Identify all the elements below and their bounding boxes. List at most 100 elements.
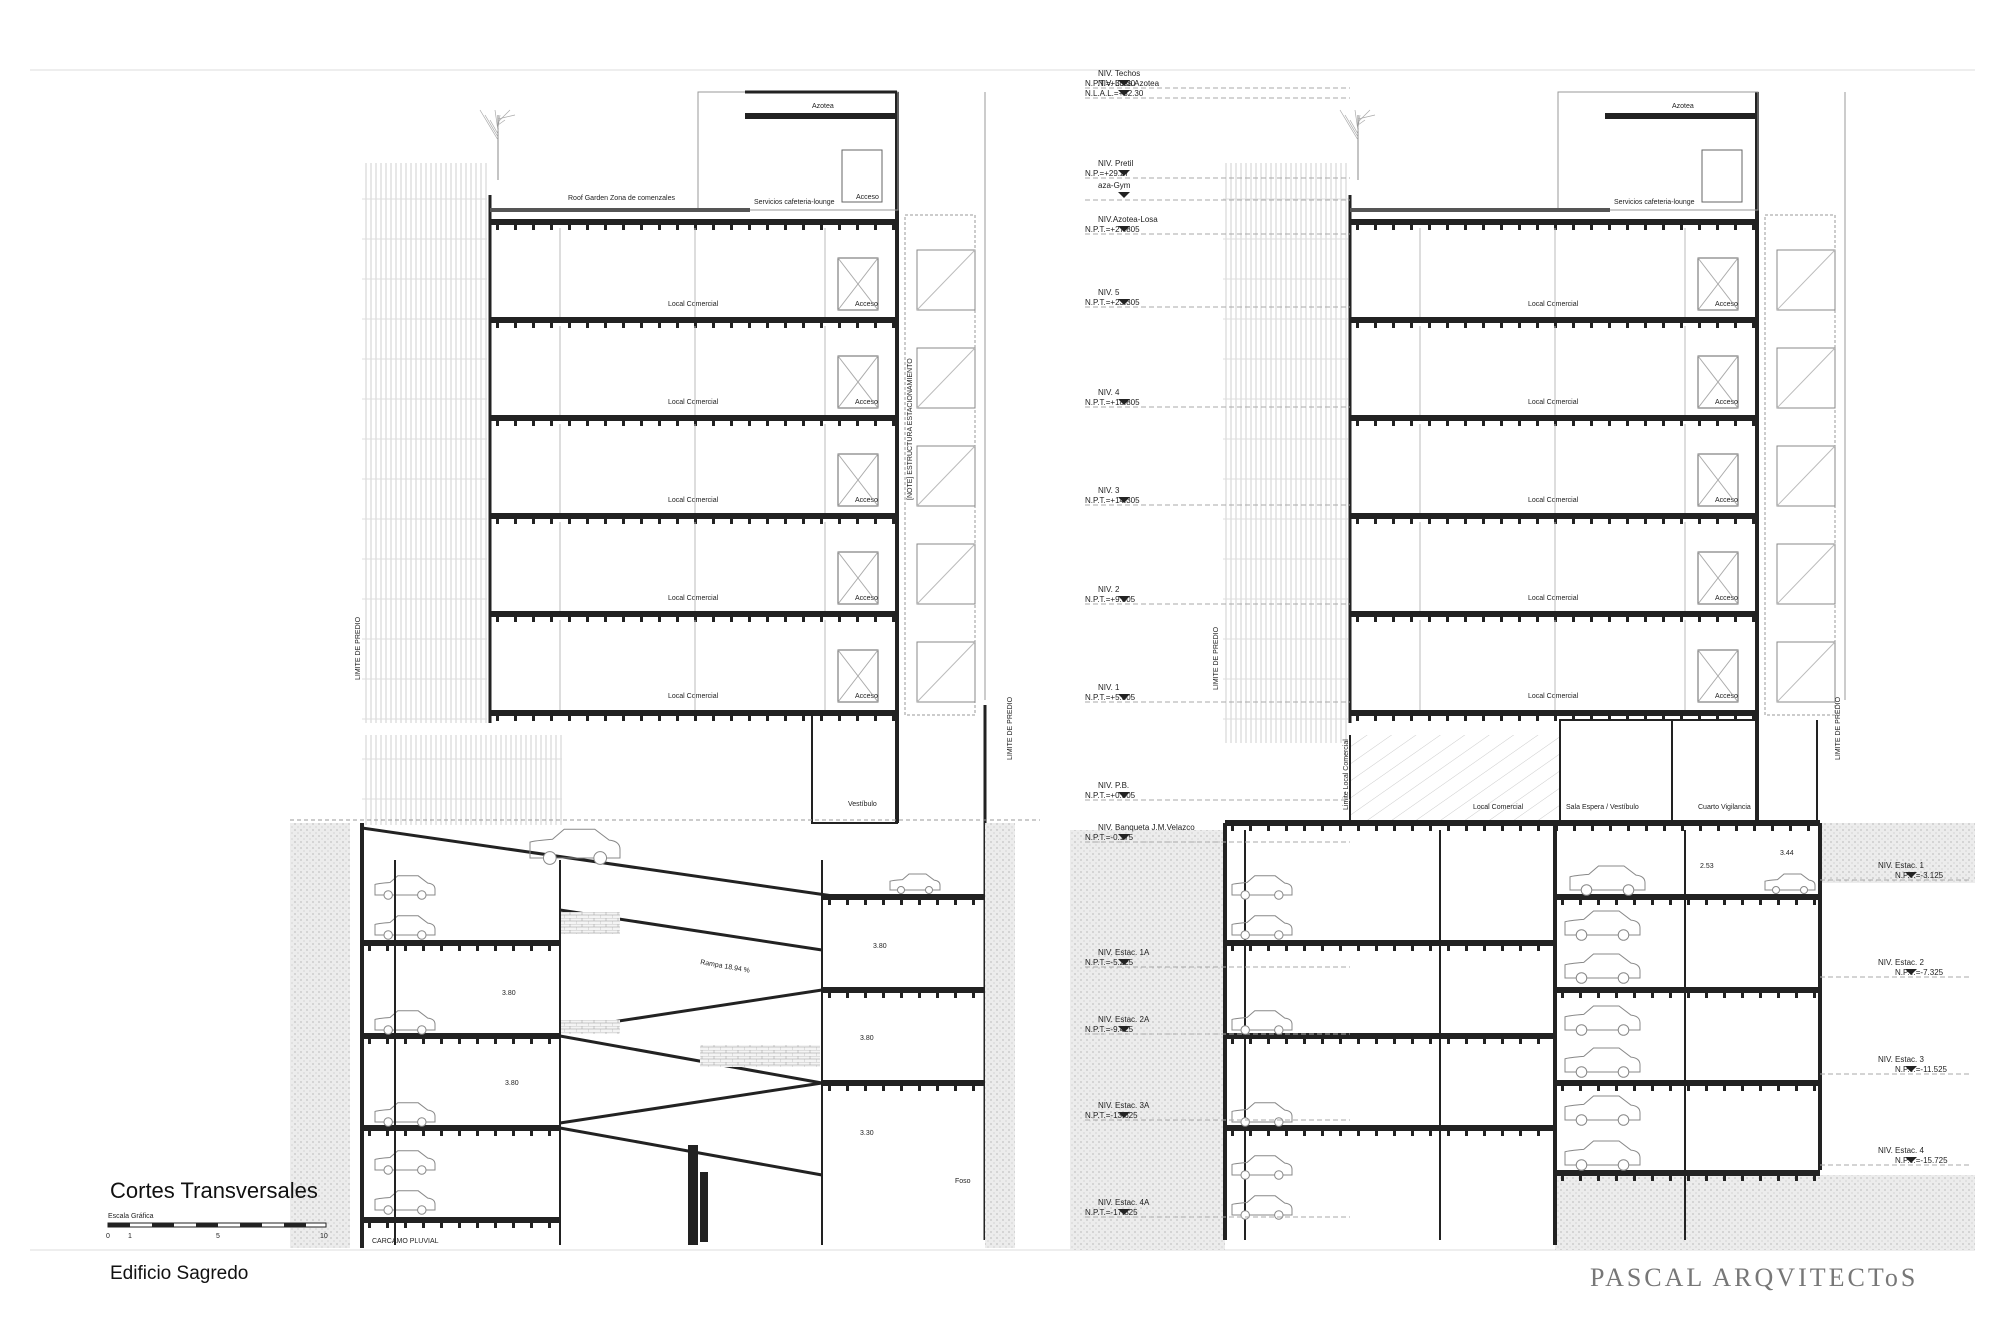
slab-b-pb-joist bbox=[1699, 826, 1702, 831]
slab-b-2 bbox=[1350, 415, 1757, 421]
slab-a-4-joist bbox=[730, 617, 733, 622]
level-name: NIV.Azotea-Losa bbox=[1098, 215, 1158, 224]
slab-a-1-joist bbox=[874, 323, 877, 328]
slab-b-pb-joist bbox=[1357, 826, 1360, 831]
level-value: N.P.T.=-3.125 bbox=[1895, 871, 1944, 880]
slab-b-1-joist bbox=[1446, 323, 1449, 328]
slab-a-5-joist bbox=[712, 716, 715, 721]
basement-slab-left-2 bbox=[362, 1125, 560, 1131]
slab-b-4-joist bbox=[1572, 617, 1575, 622]
tree-branch bbox=[1349, 119, 1359, 135]
level-value: N.P.T.=-13.625 bbox=[1085, 1111, 1138, 1120]
basement-b-left-1-joist bbox=[1357, 1039, 1360, 1044]
basement-slab-left-2-joist bbox=[368, 1131, 371, 1136]
ground-local-label: Local Comercial bbox=[1473, 804, 1524, 811]
car-ramp-entry-wheel bbox=[593, 851, 608, 865]
level-triangle-icon bbox=[1118, 170, 1130, 176]
ramp-grade-label: Rampa 18.94 % bbox=[700, 959, 751, 975]
parking-structure-label: [NOTE] ESTRUCTURA ESTACIONAMIENTO bbox=[907, 358, 914, 500]
earth-right bbox=[985, 823, 1015, 1248]
slab-b-1-joist bbox=[1536, 323, 1539, 328]
access-door-a bbox=[837, 453, 879, 507]
slab-a-0-joist bbox=[604, 225, 607, 230]
slab-b-5-joist bbox=[1752, 716, 1755, 721]
basement-b-right-2-joist bbox=[1723, 1086, 1726, 1091]
slab-b-4-joist bbox=[1482, 617, 1485, 622]
slab-b-1-joist bbox=[1392, 323, 1395, 328]
basement-slab-left-3-joist bbox=[440, 1223, 443, 1228]
slab-b-2-joist bbox=[1356, 421, 1359, 426]
basement-b-right-0-joist bbox=[1615, 900, 1618, 905]
level-value: N.P.T.=-0.175 bbox=[1085, 833, 1134, 842]
basement-b-right-2-joist bbox=[1615, 1086, 1618, 1091]
level-name: NIV. Estac. 3 bbox=[1878, 1055, 1925, 1064]
car-b-left-1-wheel bbox=[1274, 930, 1284, 940]
slab-b-4-joist bbox=[1608, 617, 1611, 622]
basement-b-right-0-joist bbox=[1795, 900, 1798, 905]
level-value: N.P.T.=-9.425 bbox=[1085, 1025, 1134, 1034]
slab-a-1-joist bbox=[604, 323, 607, 328]
window-glass bbox=[916, 543, 976, 605]
slab-b-3-joist bbox=[1518, 519, 1521, 524]
basement-b-left-2-joist bbox=[1465, 1131, 1468, 1136]
carcamo-label: CARCAMO PLUVIAL bbox=[372, 1238, 439, 1245]
slab-b-pb-joist bbox=[1645, 826, 1648, 831]
basement-b-right-2-joist bbox=[1597, 1086, 1600, 1091]
slab-a-3-joist bbox=[838, 519, 841, 524]
slab-a-2-joist bbox=[730, 421, 733, 426]
basement-b-right-0-joist bbox=[1579, 900, 1582, 905]
basement-b-left-1-joist bbox=[1339, 1039, 1342, 1044]
side-window-b-0 bbox=[1776, 249, 1836, 311]
basement-b-left-1-joist bbox=[1285, 1039, 1288, 1044]
basement-slab-right-2-joist bbox=[864, 1086, 867, 1091]
slab-b-pb-joist bbox=[1303, 826, 1306, 831]
basement-b-right-2-joist bbox=[1651, 1086, 1654, 1091]
basement-b-right-1-joist bbox=[1813, 993, 1816, 998]
level-value: N.P.T.=+5.305 bbox=[1085, 693, 1136, 702]
access-label-b: Acceso bbox=[1715, 497, 1738, 504]
level-marker-left-12: NIV. Estac. 1AN.P.T.=-5.225 bbox=[1085, 948, 1350, 968]
car-a-2-body bbox=[374, 1010, 436, 1031]
slab-a-0-joist bbox=[892, 225, 895, 230]
car-b-left-5-wheel bbox=[1240, 1210, 1250, 1220]
louver-facade bbox=[362, 163, 487, 723]
slab-a-4-joist bbox=[496, 617, 499, 622]
scale-tick-5: 5 bbox=[216, 1233, 220, 1240]
slab-b-3-joist bbox=[1374, 519, 1377, 524]
slab-b-4-joist bbox=[1464, 617, 1467, 622]
slab-a-1-joist bbox=[730, 323, 733, 328]
basement-slab-left-0-joist bbox=[458, 946, 461, 951]
car-a-5-wheel bbox=[383, 1205, 393, 1215]
slab-b-4-joist bbox=[1374, 617, 1377, 622]
slab-b-0-joist bbox=[1356, 225, 1359, 230]
level-marker-left-5: NIV. 5N.P.T.=+23.305 bbox=[1085, 288, 1350, 308]
slab-b-4-joist bbox=[1446, 617, 1449, 622]
basement-slab-right-0-joist bbox=[954, 900, 957, 905]
slab-b-0-joist bbox=[1410, 225, 1413, 230]
access-door-b bbox=[1697, 257, 1739, 311]
basement-b-left-0-joist bbox=[1357, 946, 1360, 951]
slab-b-0-joist bbox=[1680, 225, 1683, 230]
access-door-a bbox=[837, 649, 879, 703]
basement-slab-right-2-joist bbox=[828, 1086, 831, 1091]
slab-a-4 bbox=[490, 611, 897, 617]
level-triangle-icon bbox=[1118, 834, 1130, 840]
basement-b-left-0-joist bbox=[1231, 946, 1234, 951]
window-glass bbox=[1776, 543, 1836, 605]
basement-b-left-2 bbox=[1225, 1125, 1555, 1131]
slab-a-2-joist bbox=[748, 421, 751, 426]
slab-b-4-joist bbox=[1626, 617, 1629, 622]
carcamo-wall bbox=[700, 1172, 708, 1242]
level-marker-left-15: NIV. Estac. 4AN.P.T.=-17.825 bbox=[1085, 1198, 1350, 1218]
car-b-right-1-body bbox=[1564, 910, 1641, 936]
basement-slab-left-2-joist bbox=[476, 1131, 479, 1136]
basement-slab-left-3-joist bbox=[404, 1223, 407, 1228]
slab-a-0-joist bbox=[568, 225, 571, 230]
slab-a-3-joist bbox=[784, 519, 787, 524]
slab-b-1-joist bbox=[1518, 323, 1521, 328]
sala-label: Sala Espera / Vestíbulo bbox=[1566, 804, 1639, 811]
slab-b-5-joist bbox=[1608, 716, 1611, 721]
basement-b-right-2-joist bbox=[1705, 1086, 1708, 1091]
slab-b-2-joist bbox=[1410, 421, 1413, 426]
car-a-4 bbox=[374, 1150, 436, 1175]
